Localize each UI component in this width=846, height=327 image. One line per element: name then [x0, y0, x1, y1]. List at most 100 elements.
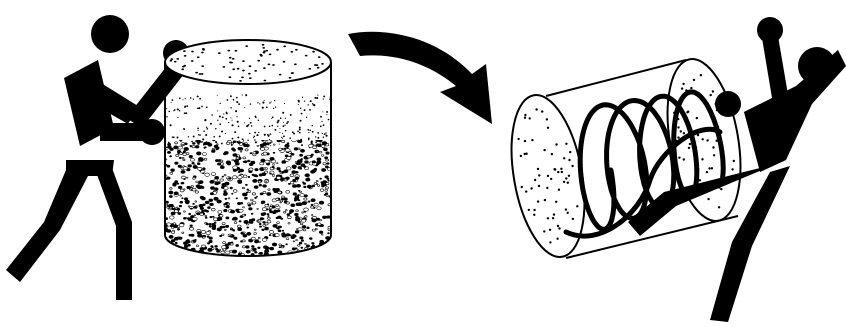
particle — [196, 181, 199, 183]
end-dot — [688, 147, 690, 149]
particle — [176, 252, 178, 254]
end-dot — [544, 199, 546, 201]
speckle — [314, 97, 316, 99]
speckle — [289, 137, 291, 139]
particle — [320, 240, 324, 243]
speckle — [300, 120, 302, 122]
speckle — [166, 116, 168, 118]
speckle — [301, 113, 303, 115]
particle — [304, 243, 306, 244]
particle — [217, 217, 222, 220]
speckle — [286, 122, 288, 124]
end-dot — [547, 127, 549, 129]
particle — [225, 225, 228, 227]
particle — [321, 234, 323, 235]
particle — [311, 214, 313, 215]
particle — [327, 216, 331, 218]
top-dot — [230, 62, 233, 64]
particle — [195, 201, 197, 202]
speckle — [270, 133, 272, 135]
speckle — [264, 134, 266, 136]
speckle — [221, 130, 223, 132]
particle — [263, 213, 266, 215]
particle — [290, 181, 294, 184]
particle — [263, 191, 266, 193]
end-dot — [696, 117, 698, 119]
particle — [273, 144, 275, 145]
speckle — [280, 117, 282, 119]
end-dot — [538, 174, 540, 176]
speckle — [203, 131, 205, 133]
particle — [309, 238, 312, 240]
particle — [192, 142, 195, 144]
particle — [280, 200, 283, 202]
speckle — [244, 107, 245, 108]
end-dot — [563, 157, 565, 159]
particle — [324, 194, 326, 195]
particle — [291, 153, 294, 155]
particle — [260, 193, 263, 195]
particle — [171, 169, 175, 172]
particle — [323, 148, 327, 151]
particle — [291, 204, 295, 207]
top-dot — [242, 60, 245, 62]
top-dot — [241, 77, 244, 79]
particle — [179, 157, 181, 159]
particle — [219, 215, 223, 218]
top-dot — [276, 49, 279, 51]
particle — [178, 165, 182, 168]
particle — [314, 168, 317, 170]
speckle — [308, 132, 309, 133]
particle — [326, 195, 328, 197]
particle — [204, 147, 206, 148]
particle — [229, 235, 231, 236]
speckle — [206, 128, 208, 130]
particle — [231, 242, 233, 243]
particle — [254, 229, 256, 230]
top-dot — [202, 48, 205, 50]
particle — [285, 210, 287, 211]
particle — [200, 207, 204, 210]
particle — [199, 181, 203, 184]
top-dot — [264, 80, 267, 82]
particle — [181, 170, 185, 173]
speckle — [279, 128, 280, 129]
speckle — [311, 125, 312, 126]
top-dot — [245, 45, 248, 47]
speckle — [313, 104, 315, 106]
particle — [302, 225, 306, 228]
speckle — [284, 103, 285, 104]
speckle — [190, 97, 192, 99]
particle — [170, 172, 173, 174]
speckle — [262, 102, 264, 104]
particle — [167, 151, 170, 153]
top-dot — [183, 50, 186, 52]
particle — [326, 182, 329, 184]
particle — [301, 164, 305, 167]
end-dot — [569, 151, 571, 153]
particle — [176, 154, 179, 156]
particle — [237, 202, 240, 204]
particle — [298, 228, 303, 231]
particle — [211, 172, 215, 175]
particle — [251, 213, 253, 214]
particle — [302, 219, 306, 222]
speckle — [267, 143, 269, 145]
particle — [282, 230, 284, 231]
particle — [228, 198, 230, 199]
particle — [247, 232, 251, 235]
particle — [279, 244, 282, 246]
particle — [320, 178, 322, 179]
particle — [217, 250, 220, 252]
speckle — [272, 125, 274, 127]
speckle — [317, 132, 319, 134]
particle — [308, 201, 310, 202]
particle — [233, 166, 238, 169]
top-dot — [295, 49, 298, 51]
speckle — [244, 122, 245, 123]
particle — [210, 193, 213, 195]
speckle — [326, 111, 328, 113]
particle — [210, 203, 214, 206]
speckle — [326, 114, 327, 115]
particle — [262, 238, 267, 241]
